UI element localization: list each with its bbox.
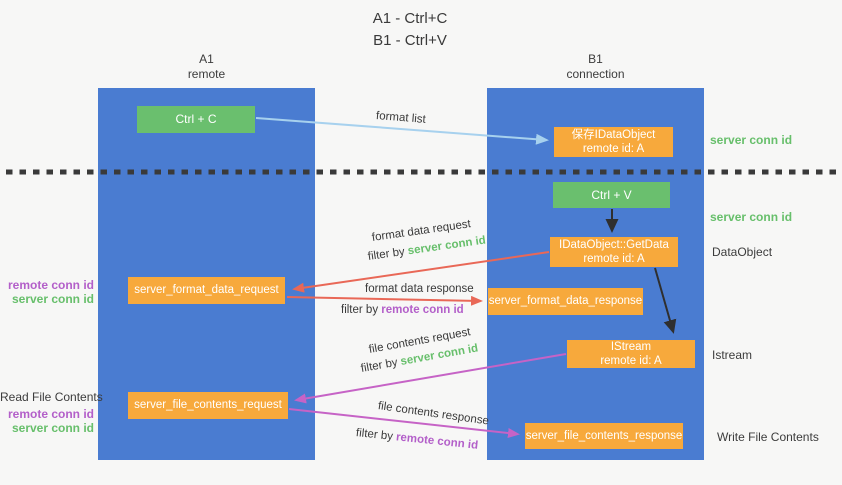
lane-b1-subtitle: connection — [566, 67, 625, 81]
ctrl-v-label: Ctrl + V — [591, 187, 632, 202]
idataobject-getdata-node: IDataObject::GetData remote id: A — [550, 237, 678, 267]
title-line-2: B1 - Ctrl+V — [373, 32, 447, 49]
istream-annotation: Istream — [712, 348, 753, 362]
server-format-data-response-node: server_format_data_response — [488, 288, 643, 315]
filter-by-text: filter by — [341, 304, 382, 316]
file-conn-id-annotations: remote conn id server conn id — [0, 407, 94, 435]
server-conn-id-annotation: server conn id — [11, 421, 94, 435]
ctrl-c-label: Ctrl + C — [175, 112, 217, 126]
getdata-line1: IDataObject::GetData — [559, 239, 669, 251]
server-format-data-request-label: server_format_data_request — [134, 284, 279, 296]
server-conn-id-annotation-mid: server conn id — [710, 210, 793, 224]
lane-a1-subtitle: remote — [187, 67, 226, 81]
format-data-response-arrow-label: format data response — [365, 283, 474, 295]
server-conn-id-annotation-top: server conn id — [710, 133, 793, 147]
server-conn-id-annotation: server conn id — [11, 292, 94, 306]
lane-a1-name: A1 — [199, 52, 214, 66]
server-file-contents-response-label: server_file_contents_response — [525, 429, 683, 442]
remote-conn-id-annotation: remote conn id — [7, 407, 94, 421]
format-list-arrow — [255, 117, 549, 145]
lane-b1-header: B1 connection — [487, 52, 704, 82]
server-file-contents-request-label: server_file_contents_request — [134, 399, 282, 411]
format-conn-id-annotations: remote conn id server conn id — [0, 278, 94, 306]
lane-b1-name: B1 — [588, 52, 603, 66]
lane-a1-header: A1 remote — [98, 52, 315, 82]
server-file-contents-request-node: server_file_contents_request — [128, 392, 288, 419]
server-format-data-response-label: server_format_data_response — [488, 295, 643, 307]
save-idataobject-line1: 保存IDataObject — [571, 129, 656, 141]
getdata-line2: remote id: A — [583, 253, 645, 265]
server-format-data-request-node: server_format_data_request — [128, 277, 285, 304]
format-data-response-filter-label: filter by remote conn id — [341, 304, 464, 316]
save-idataobject-node: 保存IDataObject remote id: A — [554, 127, 673, 157]
write-file-contents-annotation: Write File Contents — [717, 430, 819, 444]
title-line-1: A1 - Ctrl+C — [372, 10, 448, 27]
remote-conn-id-annotation: remote conn id — [7, 278, 94, 292]
ctrl-v-node: Ctrl + V — [553, 182, 670, 208]
format-data-response-arrow — [286, 295, 483, 306]
save-idataobject-line2: remote id: A — [582, 143, 645, 155]
dataobject-annotation: DataObject — [712, 245, 773, 259]
file-contents-response-arrow — [288, 408, 520, 438]
istream-line2: remote id: A — [600, 355, 662, 367]
format-data-request-arrow — [292, 251, 550, 293]
server-file-contents-response-node: server_file_contents_response — [525, 423, 683, 449]
diagram-title: A1 - Ctrl+C B1 - Ctrl+V — [300, 8, 520, 52]
read-file-contents-annotation: Read File Contents — [0, 390, 103, 404]
ctrl-c-node: Ctrl + C — [137, 106, 255, 133]
istream-node: IStream remote id: A — [567, 340, 695, 368]
getdata-to-istream-arrow — [654, 267, 677, 334]
file-contents-request-arrow — [294, 353, 567, 404]
istream-line1: IStream — [610, 341, 652, 353]
remote-conn-id-text: remote conn id — [381, 304, 464, 316]
